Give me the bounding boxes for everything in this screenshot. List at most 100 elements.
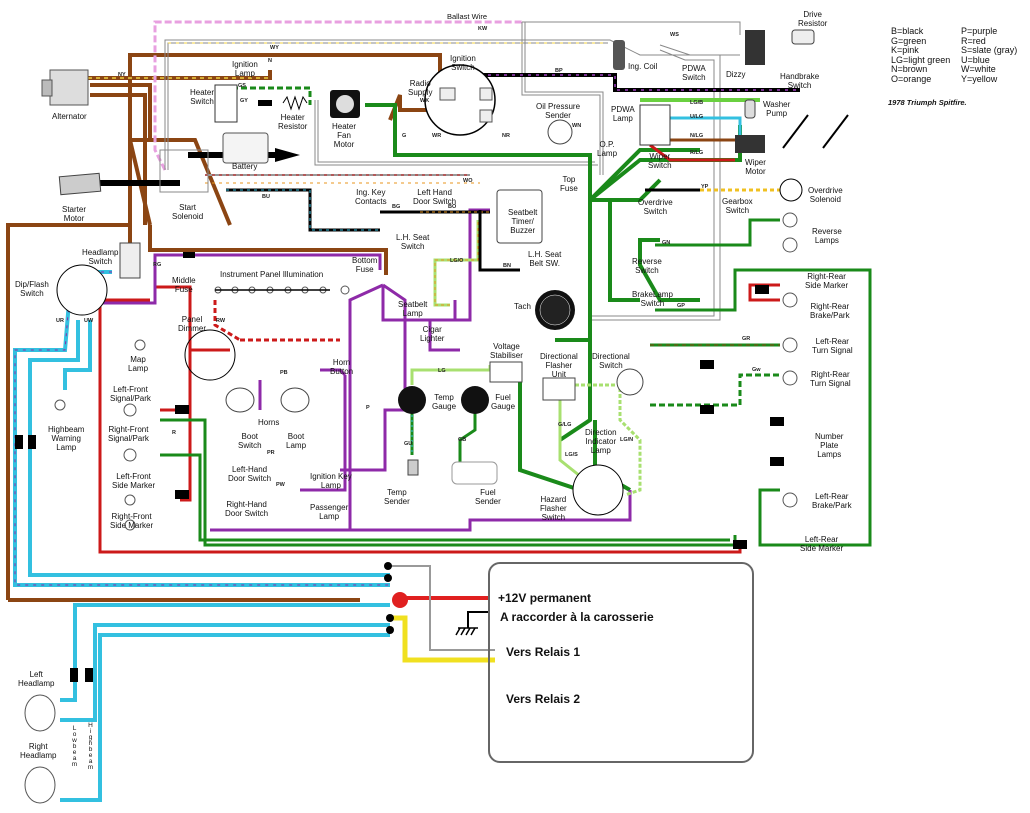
label-heater-resistor: Heater Resistor: [278, 113, 308, 131]
ignition-coil-icon: [613, 40, 625, 70]
label-gearbox-switch: Gearbox Switch: [722, 197, 753, 215]
label-number-plate-lamps: Number Plate Lamps: [815, 432, 844, 459]
left-headlamp-icon: [24, 694, 56, 732]
wire-code: U/LG: [690, 114, 704, 120]
headlamp-switch-icon: [119, 242, 141, 279]
wire-gb: [458, 410, 477, 470]
wire-code: GB: [458, 437, 467, 443]
wire-bn: [478, 210, 520, 272]
label-top-fuse: Top Fuse: [560, 175, 578, 193]
starter-motor-icon: [58, 172, 102, 196]
wire-code: BO: [448, 204, 457, 210]
red-junction: [392, 592, 408, 608]
label-instrument-panel-illumination: Instrument Panel Illumination: [220, 270, 324, 279]
wire-ny: [88, 70, 272, 80]
legend-item: S=slate (gray): [961, 45, 1018, 55]
label-plus-12v: +12V permanent: [498, 591, 592, 605]
label-drive-resistor: Drive Resistor: [798, 10, 828, 28]
relay-terminals: [384, 562, 394, 634]
relay-box: [488, 562, 754, 763]
label-rr-side-marker: Right-Rear Side Marker: [805, 272, 849, 290]
label-tach: Tach: [514, 302, 531, 311]
wire-lg-s: [558, 390, 586, 482]
drive-resistor-icon: [791, 29, 815, 45]
label-cigar-lighter: Cigar Lighter: [420, 325, 445, 343]
wire-bp: [468, 73, 800, 92]
label-alternator: Alternator: [52, 112, 87, 121]
label-highbeam: Highbeam: [87, 722, 94, 770]
wire-code: WR: [432, 133, 442, 139]
label-lh-seat-belt-sw: L.H. Seat Belt SW.: [528, 250, 562, 268]
label-reverse-switch: Reverse Switch: [632, 257, 662, 275]
wire-code: RG: [153, 262, 162, 268]
label-middle-fuse: Middle Fuse: [172, 276, 196, 294]
legend-item: O=orange: [891, 73, 932, 84]
label-seatbelt-timer: Seatbelt Timer/ Buzzer: [508, 208, 538, 235]
label-battery: Battery: [232, 162, 258, 171]
wire-code: WN: [572, 123, 582, 129]
label-washer-pump: Washer Pump: [763, 100, 791, 118]
wiper-arms-icon: [782, 114, 849, 149]
label-heater-switch: Heater Switch: [190, 88, 215, 106]
wire-u-lg: [660, 116, 742, 140]
label-overdrive-solenoid: Overdrive Solenoid: [808, 186, 843, 204]
label-rh-door-switch: Right-Hand Door Switch: [225, 500, 269, 518]
legend-item: P=purple: [961, 26, 998, 36]
horn-right-icon: [280, 387, 310, 413]
wire-yellow-relay: [390, 615, 495, 663]
wire-code: BN: [503, 263, 511, 269]
legend-item: G=green: [891, 35, 927, 46]
label-passenger-lamp: Passenger Lamp: [310, 503, 349, 521]
wire-code: BG: [392, 204, 401, 210]
label-horns: Horns: [258, 418, 280, 427]
wire-code: G: [402, 133, 407, 139]
label-rr-brake-park: Right-Rear Brake/Park: [810, 302, 850, 320]
label-lh-door-switch: Left-Hand Door Switch: [228, 465, 272, 483]
label-voltage-stabiliser: Voltage Stabiliser: [490, 342, 523, 360]
wire-code: PR: [267, 450, 275, 456]
wire-code: UW: [84, 318, 94, 324]
label-wiper-switch: Wiper Switch: [648, 152, 672, 170]
label-bottom-fuse: Bottom Fuse: [352, 256, 378, 274]
wire-lg-n: [575, 383, 642, 497]
label-ign-coil: Ing. Coil: [628, 62, 658, 71]
wire-purple-group: [100, 208, 632, 532]
wire-code: WS: [670, 32, 679, 38]
heater-fan-motor-icon: [330, 90, 360, 118]
label-start-solenoid: Start Solenoid: [172, 203, 204, 221]
label-panel-dimmer: Panel Dimmer: [178, 315, 206, 333]
wire-code: GY: [240, 98, 248, 104]
wire-code: LG/S: [565, 452, 578, 458]
label-left-headlamp: Left Headlamp: [18, 670, 55, 688]
wire-code: YP: [701, 184, 709, 190]
label-radio-supply: Radio Supply: [408, 79, 433, 97]
label-lr-side-marker: Left-Rear Side Marker: [800, 535, 844, 553]
label-dizzy: Dizzy: [726, 70, 746, 79]
wire-code: LG: [438, 368, 446, 374]
seatbelt-timer-icon: [496, 189, 543, 244]
wire-code: PB: [280, 370, 288, 376]
legend-item: Y=yellow: [961, 73, 998, 84]
label-temp-sender: Temp Sender: [384, 488, 410, 506]
temp-gauge-icon: [398, 386, 426, 414]
wire-code: KW: [478, 26, 488, 32]
oil-pressure-sender-icon: [547, 119, 573, 145]
wire-code: WK: [420, 98, 430, 104]
label-ignition-key-lamp: Ignition Key Lamp: [310, 472, 352, 490]
legend-item: LG=light green: [891, 54, 951, 65]
label-reverse-lamps: Reverse Lamps: [812, 227, 842, 245]
label-highbeam-warning-lamp: Highbeam Warning Lamp: [48, 425, 85, 452]
wiper-switch-icon: [639, 104, 671, 146]
label-boot-lamp: Boot Lamp: [286, 432, 307, 450]
wire-code: GP: [677, 303, 685, 309]
label-starter-motor: Starter Motor: [62, 205, 87, 223]
label-right-headlamp: Right Headlamp: [20, 742, 57, 760]
label-oil-pressure-sender: Oil Pressure Sender: [536, 102, 581, 120]
legend-item: U=blue: [961, 54, 990, 65]
legend-item: N=brown: [891, 64, 928, 74]
label-pdwa-switch: PDWA Switch: [682, 64, 706, 82]
wire-gw: [650, 373, 780, 407]
ground-hatch-icon: [455, 627, 478, 636]
wire-code: N/LG: [690, 133, 704, 139]
wire-code: GU: [404, 441, 413, 447]
